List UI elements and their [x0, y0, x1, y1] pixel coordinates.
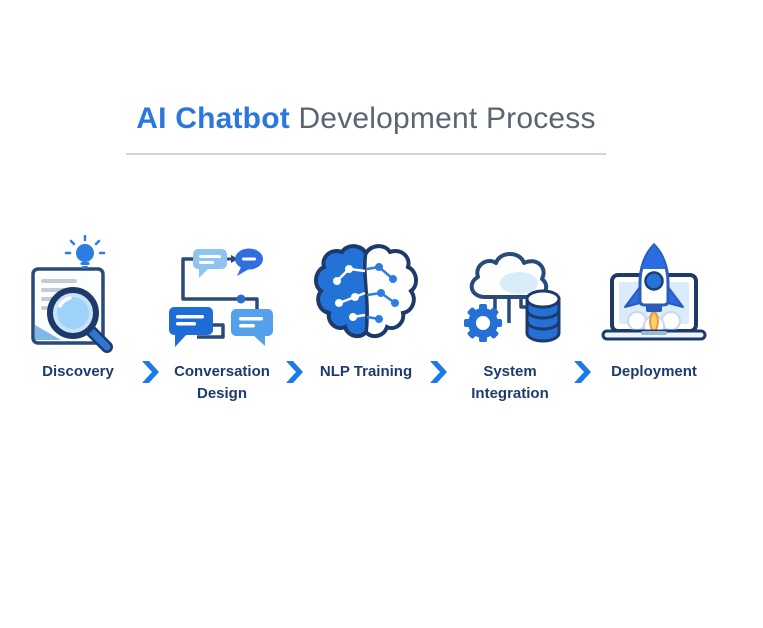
stage-label-nlp-training: NLP Training	[319, 363, 413, 380]
diagram-canvas: AI Chatbot Development Process	[16, 0, 716, 405]
chevron-right-icon	[429, 361, 447, 383]
cloud-gear-database-icon-svg	[463, 252, 560, 343]
chevron-right-icon	[573, 361, 591, 383]
chat-flowchart-icon-svg	[169, 248, 273, 347]
connector-1	[140, 235, 160, 383]
document-magnifier-bulb-icon	[19, 235, 137, 353]
stage-label-system-integration: System Integration	[471, 363, 549, 402]
stage-label-deployment: Deployment	[611, 363, 697, 380]
stage-system-integration: System Integration	[448, 235, 572, 405]
document-magnifier-bulb-icon-svg	[31, 235, 113, 353]
stage-discovery: Discovery	[16, 235, 140, 383]
chat-flowchart-icon	[163, 235, 281, 353]
header: AI Chatbot Development Process	[16, 0, 716, 155]
title-rest: Development Process	[289, 102, 596, 135]
stage-conversation-design: Conversation Design	[160, 235, 284, 405]
cloud-gear-database-icon	[451, 235, 569, 353]
laptop-rocket-icon	[595, 235, 713, 353]
laptop-rocket-icon-svg	[601, 242, 706, 341]
connector-4	[572, 235, 592, 383]
connector-2	[284, 235, 304, 383]
stage-label-discovery: Discovery	[42, 363, 114, 380]
connector-3	[428, 235, 448, 383]
circuit-brain-icon	[307, 235, 425, 353]
stage-deployment: Deployment	[592, 235, 716, 383]
title-divider	[126, 153, 606, 155]
page-title: AI Chatbot Development Process	[16, 102, 716, 135]
stage-label-conversation-design: Conversation Design	[174, 363, 270, 402]
chevron-right-icon	[285, 361, 303, 383]
title-highlight: AI Chatbot	[136, 102, 290, 135]
chevron-right-icon	[141, 361, 159, 383]
circuit-brain-icon-svg	[314, 244, 418, 339]
stage-nlp-training: NLP Training	[304, 235, 428, 383]
process-row: Discovery	[16, 235, 716, 405]
